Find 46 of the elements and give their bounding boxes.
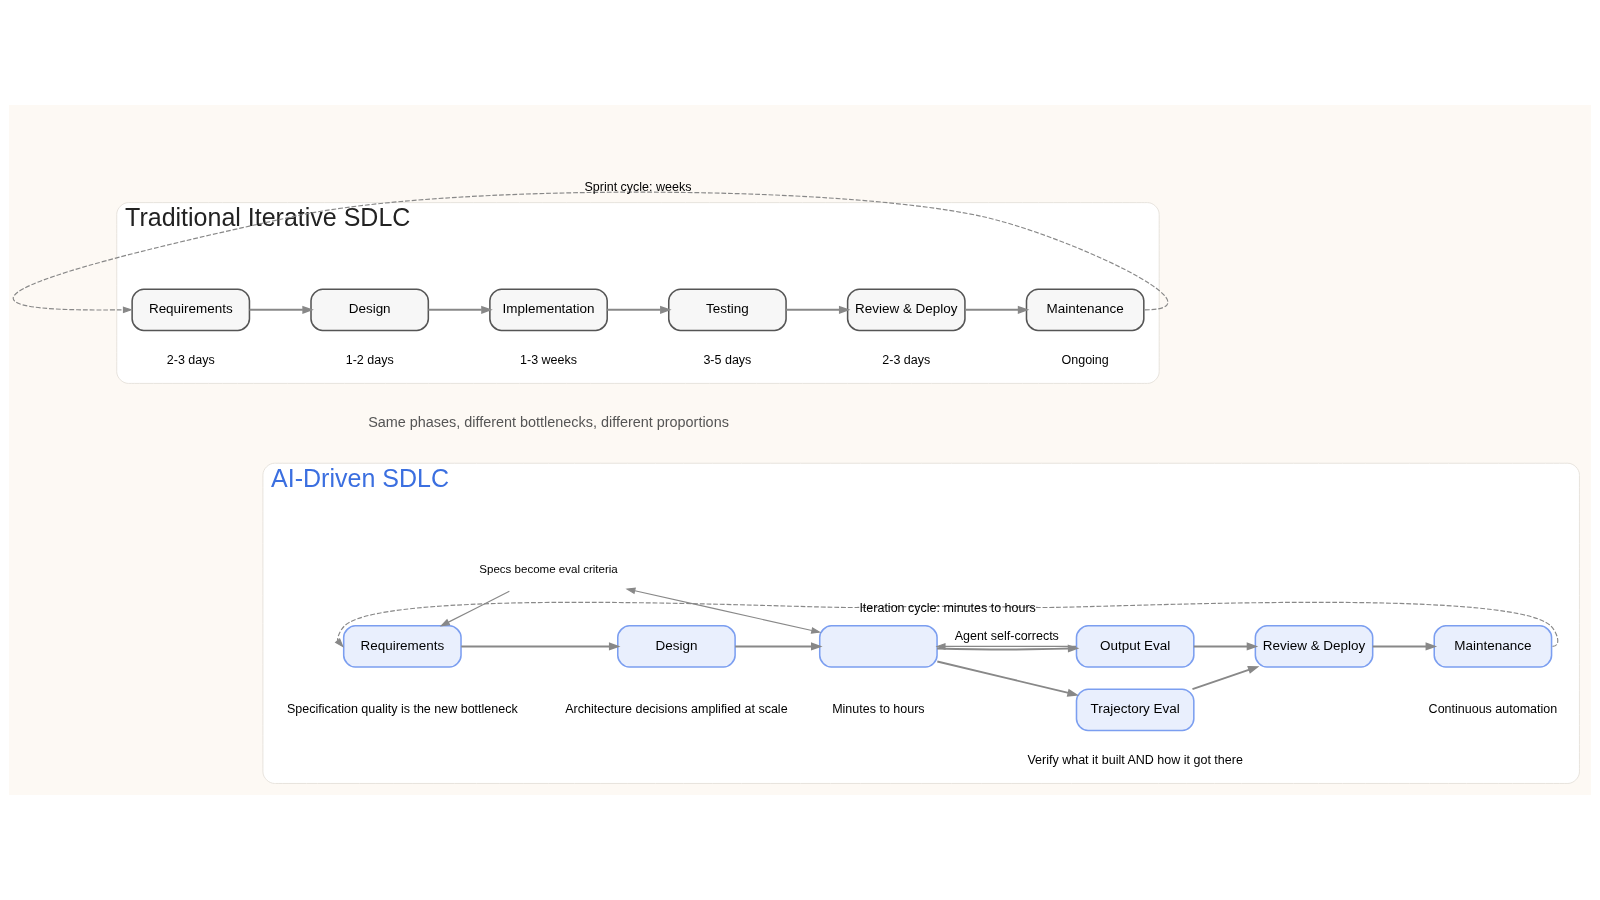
arrow bbox=[785, 305, 851, 314]
node-label: Ongoing bbox=[1061, 352, 1109, 367]
arrow bbox=[935, 642, 1077, 650]
edge-label: Iteration cycle: minutes to hours bbox=[859, 600, 1036, 615]
node-label: Minutes to hours bbox=[832, 702, 925, 717]
node-label: 1-3 weeks bbox=[520, 352, 578, 367]
label: Same phases, different bottlenecks, different proportions bbox=[368, 413, 729, 430]
node-label: 1-2 days bbox=[345, 352, 394, 367]
node-label: Continuous automation bbox=[1428, 702, 1558, 717]
arrow bbox=[334, 601, 1559, 648]
node-box: Trajectory Eval bbox=[1075, 688, 1195, 732]
node-text: Specs become eval criteria bbox=[479, 563, 618, 576]
node-box: Requirements bbox=[342, 625, 462, 668]
node-box: Review & Deploy bbox=[846, 288, 966, 332]
node-box: Implementation bbox=[489, 288, 608, 332]
arrow bbox=[439, 590, 510, 627]
arrow bbox=[964, 305, 1030, 314]
arrow bbox=[1192, 642, 1259, 651]
node-box: Testing bbox=[668, 288, 787, 332]
node-label: 2-3 days bbox=[882, 352, 931, 367]
arrow bbox=[734, 642, 823, 651]
node-box: Maintenance bbox=[1025, 288, 1145, 332]
arrow bbox=[460, 642, 621, 651]
arrow bbox=[936, 644, 1080, 653]
arrow bbox=[1371, 642, 1438, 651]
arrow bbox=[248, 305, 314, 314]
edge-label: Agent self-corrects bbox=[954, 629, 1059, 644]
node-box: Design bbox=[617, 625, 736, 668]
arrow bbox=[606, 305, 672, 314]
node-box: Review & Deploy bbox=[1254, 625, 1374, 668]
node-label: Specification quality is the new bottleneck bbox=[287, 702, 518, 717]
node-box: Requirements bbox=[131, 288, 251, 332]
edge-label: Sprint cycle: weeks bbox=[584, 180, 692, 195]
node-box: Maintenance bbox=[1433, 625, 1553, 668]
arrow bbox=[625, 587, 822, 634]
node-label: Verify what it built AND how it got there bbox=[1027, 752, 1243, 767]
arrow bbox=[427, 305, 493, 314]
node-label: Architecture decisions amplified at scale bbox=[565, 702, 788, 717]
node-label: 2-3 days bbox=[166, 352, 215, 367]
node-box: Design bbox=[310, 288, 430, 332]
node-box bbox=[818, 625, 938, 668]
arrow bbox=[1191, 666, 1260, 691]
arrow bbox=[12, 191, 1169, 314]
node-box: Output Eval bbox=[1075, 625, 1195, 668]
arrow bbox=[936, 660, 1079, 697]
node-label: 3-5 days bbox=[703, 352, 752, 367]
